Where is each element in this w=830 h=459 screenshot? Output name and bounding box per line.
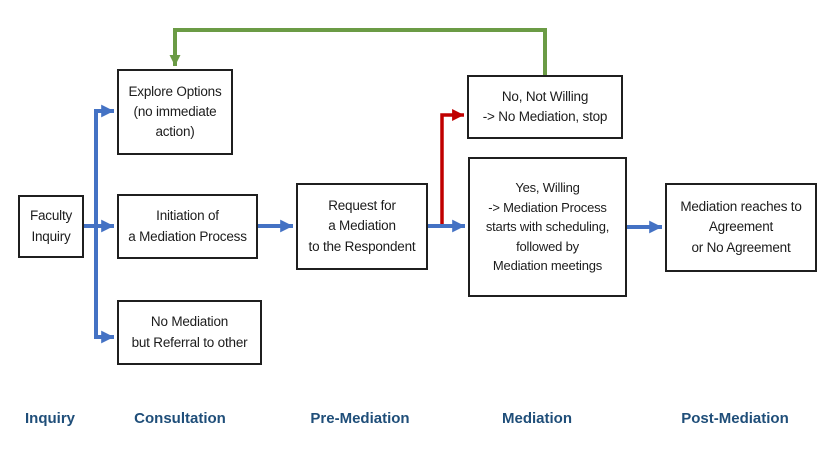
node-willing-mediation-starts: Yes, Willing -> Mediation Process starts…	[468, 157, 627, 297]
stage-label-post-mediation: Post-Mediation	[681, 410, 789, 427]
arrow-request-to-not-willing	[440, 109, 464, 224]
arrow-branch-to-explore-options	[94, 104, 114, 226]
node-initiation-of-mediation: Initiation of a Mediation Process	[117, 194, 258, 259]
arrow-branch-to-no-mediation-referral	[94, 226, 114, 344]
node-no-mediation-referral: No Mediation but Referral to other	[117, 300, 262, 365]
stage-label-consultation: Consultation	[134, 410, 226, 427]
node-request-to-respondent: Request for a Mediation to the Responden…	[296, 183, 428, 270]
node-not-willing-stop: No, Not Willing -> No Mediation, stop	[467, 75, 623, 139]
stage-label-inquiry: Inquiry	[24, 410, 76, 427]
node-mediation-outcome: Mediation reaches to Agreement or No Agr…	[665, 183, 817, 272]
node-explore-options: Explore Options (no immediate action)	[117, 69, 233, 155]
arrow-not-willing-back-to-explore-options	[169, 28, 547, 75]
stage-label-mediation: Mediation	[502, 410, 572, 427]
node-faculty-inquiry: Faculty Inquiry	[18, 195, 84, 258]
stage-label-pre-mediation: Pre-Mediation	[310, 410, 410, 427]
